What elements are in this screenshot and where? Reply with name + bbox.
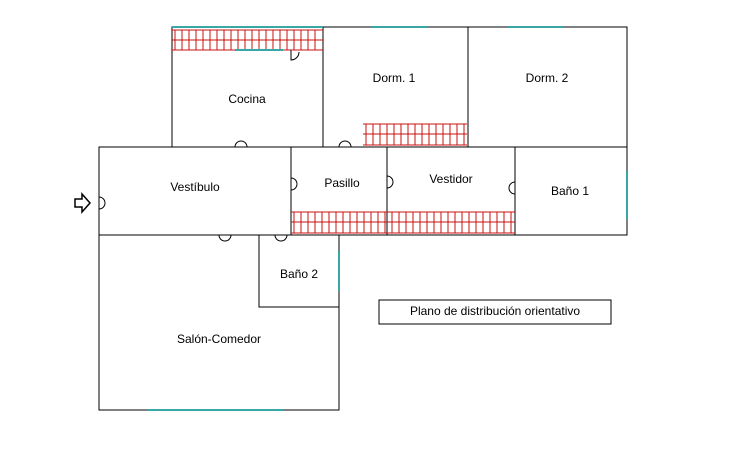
legend-box [378,299,612,325]
stairs-dorm1 [363,123,467,146]
room-labels: Cocina Dorm. 1 Dorm. 2 Vestíbulo Pasillo… [170,71,589,346]
label-bano1: Baño 1 [551,184,589,198]
label-vestibulo: Vestíbulo [170,180,220,194]
label-vestidor: Vestidor [429,172,472,186]
stairs-top [172,29,323,51]
label-pasillo: Pasillo [324,176,360,190]
door-cocina-top[interactable] [290,50,300,61]
salon-walls [98,234,340,411]
stairs [172,29,515,234]
dorm2-walls [467,26,628,148]
cocina-walls [171,26,324,148]
door-cocina[interactable] [234,140,248,148]
door-entrance[interactable] [98,196,106,210]
legend: Plano de distribución orientativo [378,299,612,325]
label-cocina: Cocina [228,92,266,106]
windows [147,26,628,411]
door-salon[interactable] [218,234,232,242]
door-dorm1[interactable] [338,140,352,148]
door-vestidor[interactable] [386,175,394,189]
label-dorm1: Dorm. 1 [373,71,416,85]
door-bano2[interactable] [274,234,288,242]
label-dorm2: Dorm. 2 [526,71,569,85]
doors [98,50,516,242]
door-bano1[interactable] [508,181,516,195]
door-pasillo[interactable] [290,177,298,191]
label-salon: Salón-Comedor [177,332,261,346]
label-bano2: Baño 2 [280,267,318,281]
arrow-right-icon [74,192,92,214]
stairs-bottom [291,211,515,234]
legend-text: Plano de distribución orientativo [410,304,580,318]
dorm1-walls [322,26,469,148]
